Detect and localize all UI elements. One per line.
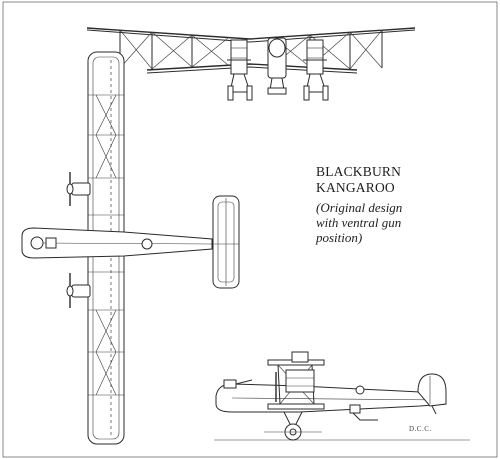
plan-view	[21, 51, 240, 445]
front-fuselage	[267, 37, 287, 95]
plan-upper-engine	[66, 172, 91, 206]
front-left-bracing	[119, 29, 229, 70]
front-upper-wing	[86, 27, 416, 40]
front-left-engine	[227, 39, 251, 75]
caption-block: BLACKBURN KANGAROO (Original design with…	[316, 164, 486, 245]
caption-note: (Original design with ventral gun positi…	[316, 200, 486, 245]
caption-note-line: with ventral gun	[316, 215, 402, 230]
plan-lower-engine	[66, 273, 91, 308]
side-engine	[285, 369, 315, 393]
caption-title-line: KANGAROO	[316, 180, 395, 195]
side-ventral-gun	[349, 404, 361, 414]
plan-nose-gunner-ring	[30, 236, 44, 250]
front-landing-gear	[227, 73, 329, 101]
caption-note-line: (Original design	[316, 200, 403, 215]
front-right-engine	[303, 39, 327, 75]
side-tail-fin	[417, 373, 447, 407]
side-nose-gun	[223, 379, 237, 389]
side-landing-gear	[264, 411, 322, 441]
front-view	[86, 27, 416, 101]
plan-wing-ribs	[88, 60, 124, 436]
caption-title-line: BLACKBURN	[316, 164, 402, 179]
plan-rear-gunner-ring	[141, 238, 153, 250]
side-view	[214, 351, 470, 441]
plan-fuselage	[21, 227, 213, 259]
side-lower-wing	[267, 403, 325, 410]
caption-note-line: position)	[316, 230, 363, 245]
artist-initials: D.C.C.	[409, 425, 432, 433]
